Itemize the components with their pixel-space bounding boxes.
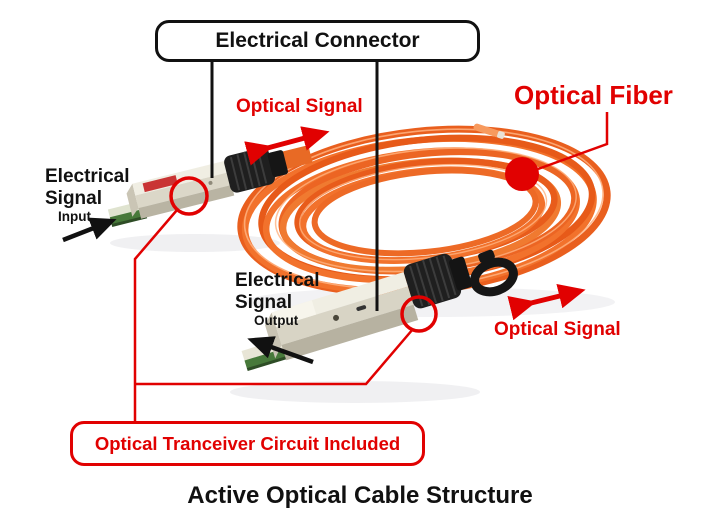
electrical-connector-box: Electrical Connector	[155, 20, 480, 62]
electrical-input-arrow	[62, 217, 117, 243]
transceiver-note-label: Optical Tranceiver Circuit Included	[94, 432, 401, 454]
electrical-signal-output-line2: Signal	[235, 292, 293, 313]
optical-signal-label-bottom: Optical Signal	[494, 319, 621, 340]
electrical-signal-output-line1: Electrical	[235, 270, 320, 291]
velcro-strap	[470, 249, 518, 297]
electrical-output-arrow	[247, 336, 314, 365]
electrical-connector-label: Electrical Connector	[215, 29, 420, 52]
transceiver-leader-line-left	[133, 209, 178, 421]
output-sublabel: Output	[254, 313, 299, 328]
transceiver-note-box: Optical Tranceiver Circuit Included	[70, 421, 425, 466]
electrical-signal-input-label: Electrical Signal Input	[45, 166, 130, 224]
electrical-signal-output-label: Electrical Signal Output	[235, 270, 320, 328]
cable-end-tip	[473, 123, 505, 139]
electrical-signal-input-line1: Electrical	[45, 166, 130, 187]
transceiver-highlight-circle-output	[400, 295, 438, 333]
optical-signal-arrow-bottom	[507, 283, 586, 321]
optical-fiber-dot	[505, 157, 539, 191]
optical-fiber-leader-line	[537, 112, 609, 171]
transceiver-highlight-circle-input	[169, 176, 209, 216]
connector-label-sticker	[142, 175, 178, 193]
input-sublabel: Input	[58, 209, 91, 224]
optical-signal-arrow-top	[244, 126, 330, 166]
electrical-signal-input-line2: Signal	[45, 188, 103, 209]
diagram-title: Active Optical Cable Structure	[187, 482, 533, 509]
optical-signal-label-top: Optical Signal	[236, 96, 363, 117]
optical-fiber-label: Optical Fiber	[514, 80, 673, 110]
transceiver-leader-line-right	[136, 328, 414, 386]
